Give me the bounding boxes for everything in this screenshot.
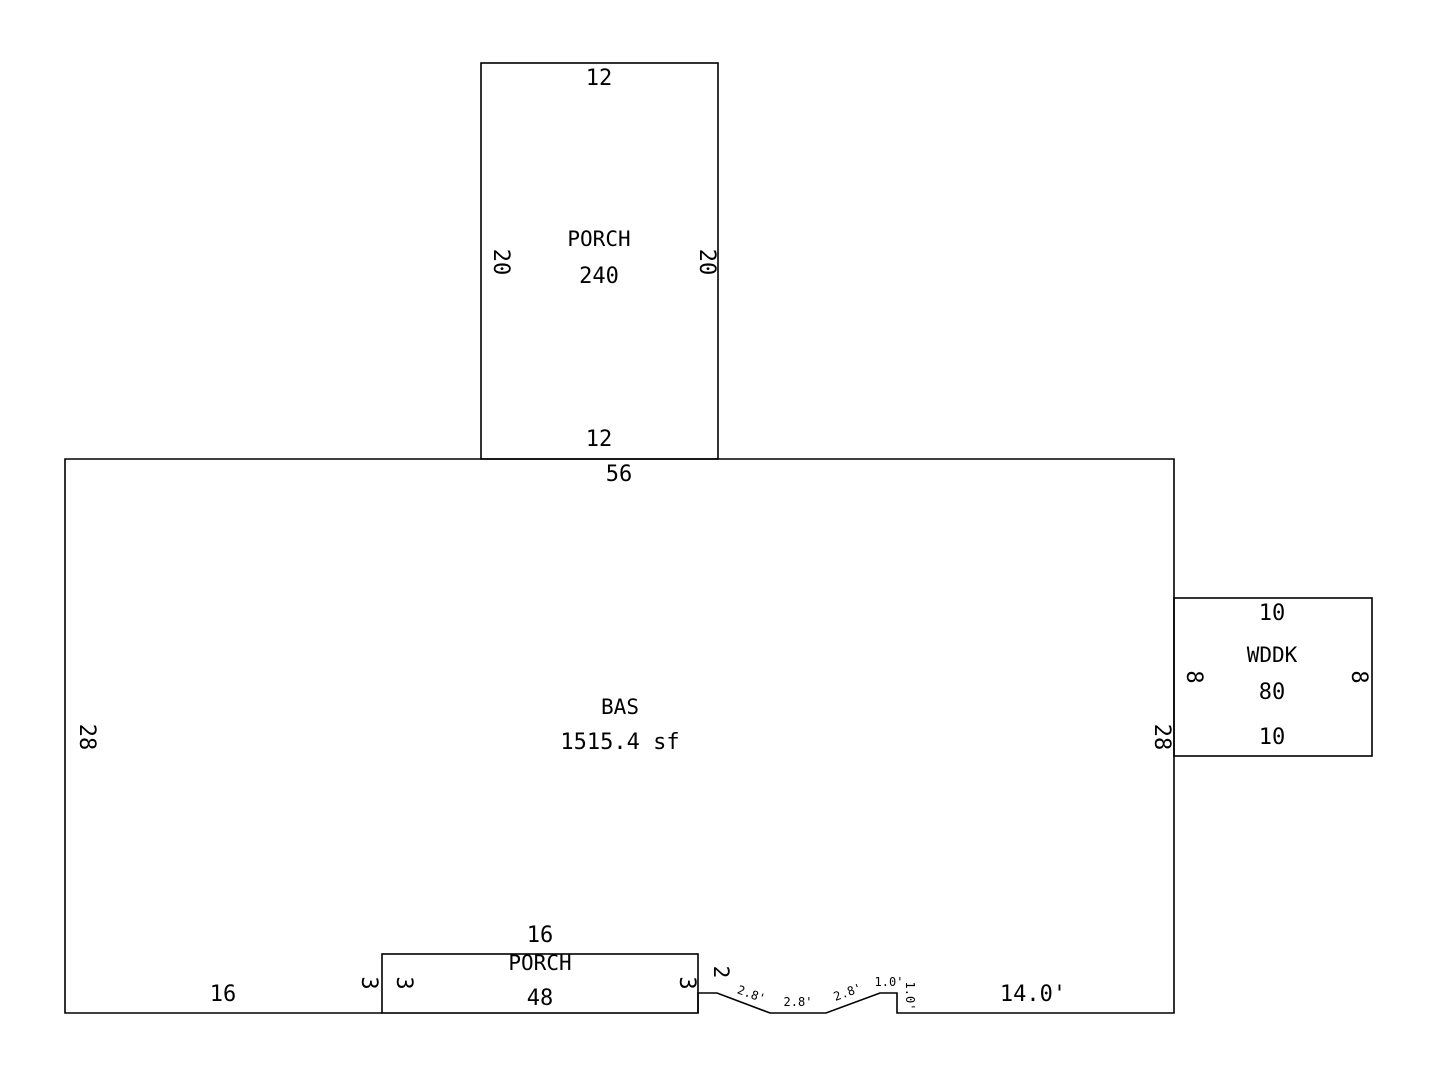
wddk-dim-left: 8 [1181, 670, 1206, 683]
bas-outline [64, 458, 1175, 1014]
porch-bottom-area: 48 [527, 986, 554, 1011]
porch-top-outline [480, 62, 719, 460]
bas-dim-top: 56 [606, 462, 633, 487]
wddk-area: 80 [1259, 680, 1286, 705]
porch-top-dim-right: 20 [694, 249, 719, 276]
bas-dim-bottom-right: 14.0' [1000, 982, 1066, 1007]
bas-dim-bottom-left: 16 [210, 982, 237, 1007]
porch-bottom-dim-right: 3 [674, 976, 699, 989]
porch-bottom-dim-left-outer: 3 [356, 976, 381, 989]
wddk-dim-right: 8 [1346, 670, 1371, 683]
notch-dim-1: 2 [709, 966, 733, 979]
wddk-dim-bottom: 10 [1259, 725, 1286, 750]
porch-bottom-outline [381, 953, 699, 1014]
notch-dim-5: 1.0' [875, 975, 904, 989]
bas-name: BAS [601, 695, 639, 719]
wddk-outline [1173, 597, 1373, 757]
porch-top-name: PORCH [567, 227, 630, 251]
porch-bottom-dim-left-inner: 3 [391, 976, 416, 989]
porch-top-dim-bottom: 12 [586, 427, 613, 452]
porch-top-dim-top: 12 [586, 66, 613, 91]
porch-top-dim-left: 20 [488, 249, 513, 276]
porch-bottom-name: PORCH [508, 951, 571, 975]
porch-bottom-dim-top: 16 [527, 923, 554, 948]
bas-area: 1515.4 sf [560, 730, 679, 755]
bas-dim-right: 28 [1149, 724, 1174, 751]
bas-dim-left: 28 [74, 724, 99, 751]
wddk-name: WDDK [1247, 643, 1298, 667]
wddk-dim-top: 10 [1259, 601, 1286, 626]
notch-dim-6: 1.0' [903, 982, 917, 1011]
notch-dim-3: 2.8' [784, 995, 813, 1009]
porch-top-area: 240 [579, 264, 619, 289]
